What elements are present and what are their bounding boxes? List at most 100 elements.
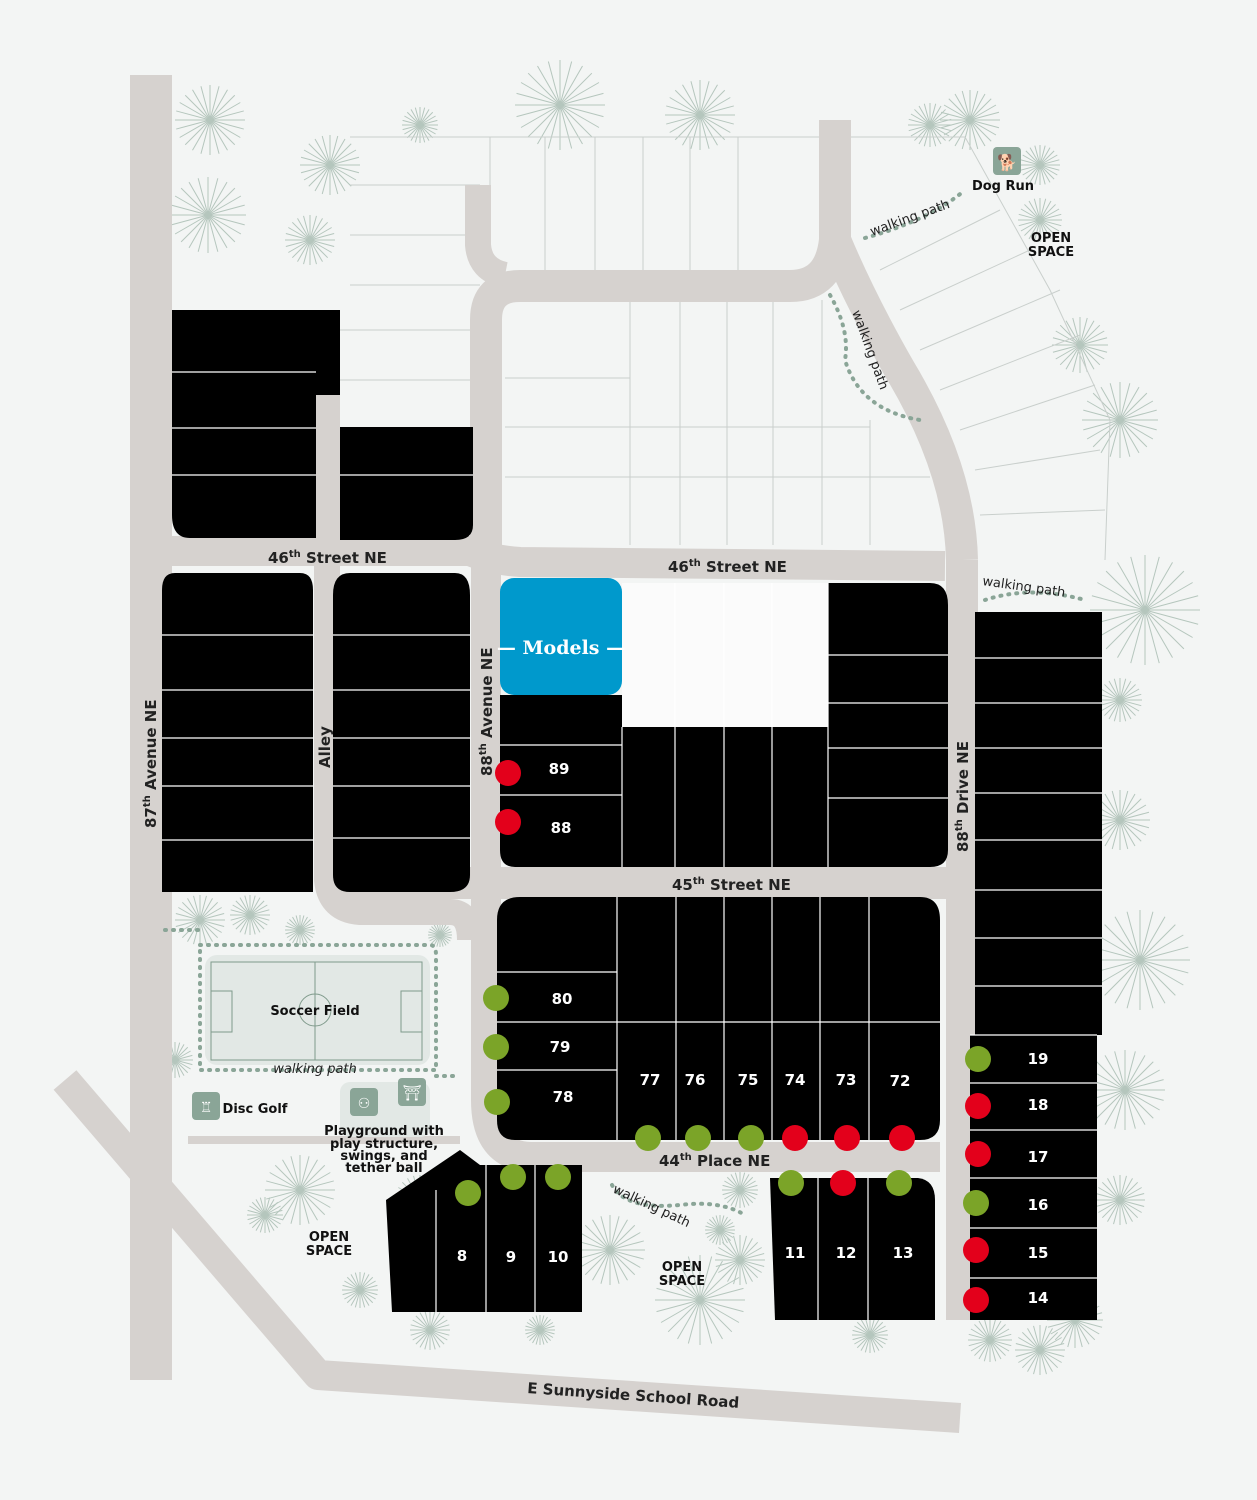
landscaping-plants: [157, 60, 1200, 1375]
plant-icon: [705, 1215, 735, 1245]
plant-icon: [665, 80, 735, 150]
playground-label-4: tether ball: [345, 1161, 422, 1176]
plant-icon: [1020, 145, 1060, 185]
lot-number[interactable]: 79: [550, 1038, 571, 1056]
alley-label: Alley: [316, 726, 334, 768]
plant-icon: [300, 135, 360, 195]
lot-status-dot-green[interactable]: [738, 1125, 764, 1151]
plant-icon: [852, 1317, 888, 1353]
lot-status-dot-green[interactable]: [455, 1180, 481, 1206]
lot-number[interactable]: 13: [893, 1244, 914, 1262]
plant-icon: [1018, 198, 1062, 242]
plant-icon: [247, 1197, 283, 1233]
lot-number[interactable]: 78: [553, 1088, 574, 1106]
lot-number[interactable]: 10: [548, 1248, 569, 1266]
playground-label-3: swings, and: [340, 1149, 427, 1164]
plant-icon: [1095, 1175, 1145, 1225]
plant-icon: [908, 103, 952, 147]
lot-number[interactable]: 12: [836, 1244, 857, 1262]
plant-icon: [1098, 678, 1142, 722]
plant-icon: [715, 1235, 765, 1285]
disc-golf[interactable]: ♖ Disc Golf: [192, 1092, 288, 1120]
street-45th: 45th Street NE: [672, 876, 791, 894]
lot-number[interactable]: 15: [1028, 1244, 1049, 1262]
models-lot[interactable]: [500, 578, 622, 695]
dog-run[interactable]: 🐕 Dog Run: [972, 147, 1034, 194]
plant-icon: [285, 215, 335, 265]
dog-run-label: Dog Run: [972, 179, 1034, 194]
plant-icon: [410, 1310, 450, 1350]
picnic-table-icon: [398, 1078, 426, 1106]
lot-number[interactable]: 18: [1028, 1096, 1049, 1114]
soccer-field[interactable]: Soccer Field walking path: [205, 955, 430, 1077]
lot-status-dot-green[interactable]: [886, 1170, 912, 1196]
lot-status-dot-green[interactable]: [778, 1170, 804, 1196]
lot-status-dot-green[interactable]: [483, 1034, 509, 1060]
lot-status-dot-red[interactable]: [965, 1141, 991, 1167]
svg-text:♖: ♖: [200, 1100, 213, 1116]
plant-icon: [1015, 1325, 1065, 1375]
svg-text:OPEN: OPEN: [1031, 231, 1071, 246]
playground-label-1: Playground with: [324, 1124, 444, 1139]
lot-status-dot-green[interactable]: [500, 1164, 526, 1190]
lot-status-dot-green[interactable]: [483, 985, 509, 1011]
lot-status-dot-red[interactable]: [963, 1287, 989, 1313]
plant-icon: [342, 1272, 378, 1308]
lot-status-dot-red[interactable]: [495, 760, 521, 786]
plant-icon: [722, 1172, 758, 1208]
lot-number[interactable]: 14: [1028, 1289, 1049, 1307]
svg-text:🐕: 🐕: [997, 153, 1017, 172]
lot-number[interactable]: 19: [1028, 1050, 1049, 1068]
lot-status-dot-green[interactable]: [635, 1125, 661, 1151]
lot-status-dot-green[interactable]: [545, 1164, 571, 1190]
lot-number[interactable]: 11: [785, 1244, 806, 1262]
lot-status-dot-red[interactable]: [830, 1170, 856, 1196]
plant-icon: [525, 1315, 555, 1345]
playground-label-2: play structure,: [330, 1137, 438, 1152]
svg-text:walking path: walking path: [868, 197, 952, 240]
lot-number[interactable]: 77: [640, 1071, 661, 1089]
plant-icon: [428, 923, 452, 947]
lot-number[interactable]: 72: [890, 1072, 911, 1090]
lot-status-dot-red[interactable]: [782, 1125, 808, 1151]
lot-number[interactable]: 9: [506, 1248, 516, 1266]
lot-status-dot-red[interactable]: [834, 1125, 860, 1151]
lot-status-dot-green[interactable]: [963, 1190, 989, 1216]
lot-status-dot-green[interactable]: [965, 1046, 991, 1072]
svg-text:SPACE: SPACE: [1028, 245, 1074, 260]
lot-number[interactable]: 16: [1028, 1196, 1049, 1214]
plant-icon: [968, 1318, 1012, 1362]
lot-number[interactable]: 8: [457, 1247, 467, 1265]
avenue-87th: 87th Avenue NE: [142, 699, 160, 828]
street-46th-left: 46th Street NE: [268, 549, 387, 567]
lot-status-dot-red[interactable]: [495, 809, 521, 835]
lot-number[interactable]: 17: [1028, 1148, 1049, 1166]
plant-icon: [175, 85, 245, 155]
svg-text:SPACE: SPACE: [306, 1244, 352, 1259]
lot-status-dot-red[interactable]: [965, 1093, 991, 1119]
plant-icon: [285, 915, 315, 945]
lot-status-dot-red[interactable]: [963, 1237, 989, 1263]
playground-area[interactable]: ⚇ ⛩ Playground with play structure, swin…: [324, 1078, 444, 1176]
lot-number[interactable]: 80: [552, 990, 573, 1008]
lot-number[interactable]: 76: [685, 1071, 706, 1089]
lot-status-dot-red[interactable]: [889, 1125, 915, 1151]
lot-number[interactable]: 74: [785, 1071, 806, 1089]
lot-status-dot-green[interactable]: [685, 1125, 711, 1151]
playground-icon: [350, 1088, 378, 1116]
walking-paths: [163, 188, 1087, 1217]
plant-icon: [1090, 790, 1150, 850]
lot-status-dot-green[interactable]: [484, 1089, 510, 1115]
lot-number[interactable]: 88: [551, 819, 572, 837]
dog-icon: [993, 147, 1021, 175]
lot-number[interactable]: 75: [738, 1071, 759, 1089]
disc-golf-icon: [192, 1092, 220, 1120]
plant-icon: [175, 895, 225, 945]
lot-number[interactable]: 73: [836, 1071, 857, 1089]
lot-blocks: [162, 310, 1102, 1320]
lot-number[interactable]: 89: [549, 760, 570, 778]
svg-text:OPEN: OPEN: [309, 1230, 349, 1245]
models-label: — Models —: [497, 637, 625, 659]
svg-text:⚇: ⚇: [358, 1096, 371, 1112]
